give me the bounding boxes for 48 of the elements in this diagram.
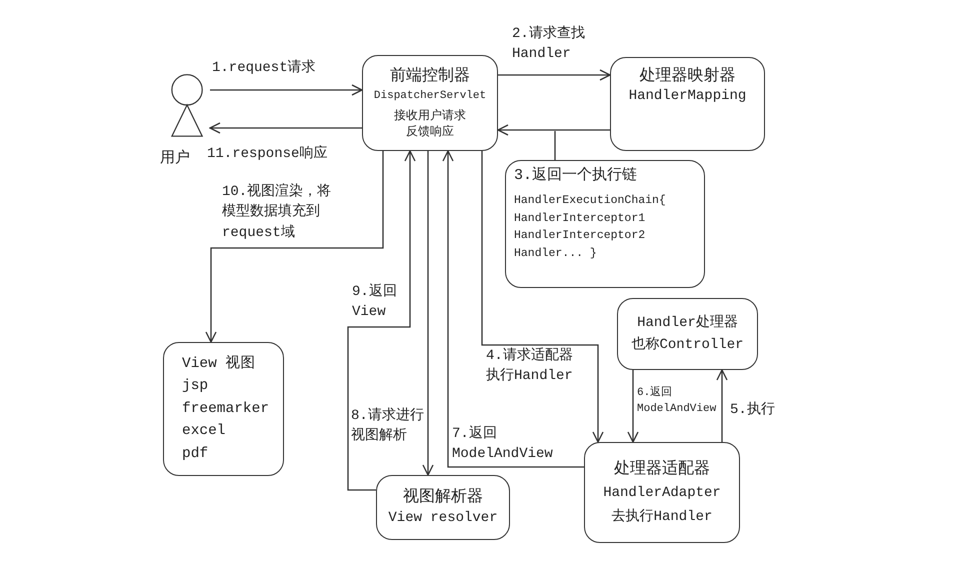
arrow: [498, 69, 611, 81]
edge-label: 6.返回 ModelAndView: [637, 386, 717, 417]
box-text: HandlerMapping: [628, 88, 746, 106]
box-title: 3.返回一个执行链: [514, 167, 638, 186]
box-text: excel: [182, 422, 226, 442]
process-box: [584, 442, 740, 543]
box-title: 处理器适配器: [614, 459, 710, 479]
process-box: [362, 55, 498, 151]
box-text: View resolver: [388, 510, 498, 528]
box-text: 接收用户请求反馈响应: [393, 108, 467, 140]
leader-line: [554, 131, 556, 160]
arrow: [210, 84, 363, 96]
box-text: HandlerExecutionChain{ HandlerInterceptor1 HandlerInterceptor2 Handler... }: [514, 192, 667, 262]
user-label: 用户: [160, 148, 190, 167]
box-text: 去执行Handler: [612, 508, 712, 526]
edge-label: 8.请求进行视图解析: [351, 406, 425, 446]
process-box: [617, 298, 758, 370]
edge-label: 7.返回 ModelAndView: [452, 424, 554, 464]
arrow: [716, 369, 728, 442]
box-text: HandlerAdapter: [603, 485, 721, 502]
edge-label: 9.返回 View: [352, 282, 398, 322]
edge-label: 2.请求查找 Handler: [512, 24, 586, 64]
edge-label: 11.response响应: [207, 144, 328, 164]
box-text: jsp: [182, 377, 208, 396]
arrow: [481, 151, 604, 443]
arrow: [205, 151, 384, 343]
arrow: [442, 150, 584, 468]
edge-label: 5.执行: [730, 400, 775, 420]
box-title: 前端控制器: [390, 66, 470, 86]
process-box: [610, 57, 765, 151]
box-text: DispatcherServlet: [374, 90, 486, 104]
note-box: [505, 160, 705, 288]
process-box: [376, 475, 510, 540]
box-title: 视图解析器: [403, 487, 483, 508]
process-box: [163, 342, 284, 476]
arrow: [497, 124, 610, 136]
edge-label: 4.请求适配器执行Handler: [486, 346, 574, 386]
edge-label: 1.request请求: [212, 58, 316, 78]
box-title: View 视图: [182, 354, 256, 374]
box-title: Handler处理器也称Controller: [631, 314, 744, 355]
box-text: pdf: [182, 444, 208, 464]
arrow: [422, 151, 434, 476]
arrow: [209, 122, 362, 134]
arrow: [627, 370, 639, 443]
arrow: [347, 150, 416, 491]
edge-label: 10.视图渲染，将模型数据填充到request域: [222, 182, 332, 243]
box-title: 处理器映射器: [640, 66, 736, 86]
box-text: freemarker: [182, 400, 270, 419]
